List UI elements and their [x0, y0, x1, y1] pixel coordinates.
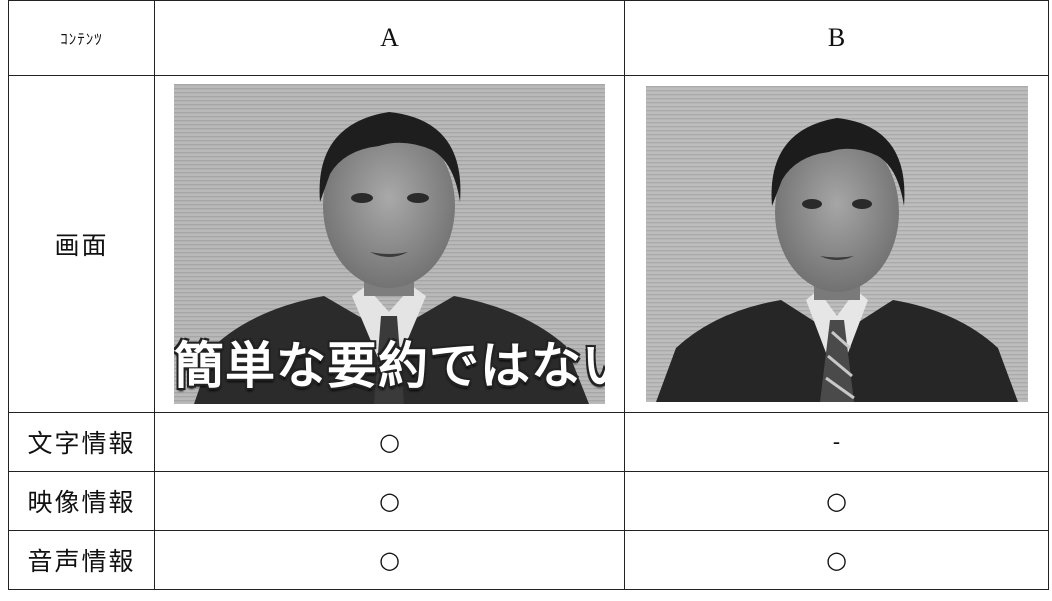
row-a-cell: ○ — [154, 412, 625, 472]
row-a-cell: ○ — [154, 471, 625, 531]
header-col-a: A — [380, 23, 399, 52]
table-row: 音声情報 ○ ○ — [8, 530, 1049, 590]
row-label: 文字情報 — [27, 429, 136, 458]
row-a-value: ○ — [379, 546, 400, 574]
screen-b-image — [645, 86, 1028, 402]
caption-text: 簡単な要約ではない — [174, 337, 605, 395]
row-b-value: ○ — [826, 546, 847, 574]
screen-label-cell: 画面 — [8, 75, 155, 413]
screen-a-cell: 簡単な要約ではない — [154, 75, 625, 413]
row-a-value: ○ — [379, 487, 400, 515]
header-row: ｺﾝﾃﾝﾂ A B — [8, 0, 1049, 76]
row-b-cell: - — [624, 412, 1049, 472]
person-photo-a — [174, 84, 605, 404]
header-b-cell: B — [624, 0, 1049, 76]
header-contents-label: ｺﾝﾃﾝﾂ — [60, 29, 103, 48]
header-label-cell: ｺﾝﾃﾝﾂ — [8, 0, 155, 76]
screen-label: 画面 — [54, 231, 109, 260]
table-row: 文字情報 ○ - — [8, 412, 1049, 472]
table-row: 映像情報 ○ ○ — [8, 471, 1049, 531]
row-label-cell: 文字情報 — [8, 412, 155, 472]
row-a-cell: ○ — [154, 530, 625, 590]
person-photo-b — [645, 86, 1028, 402]
header-col-b: B — [827, 23, 846, 52]
row-label: 音声情報 — [27, 547, 136, 576]
screen-a-image: 簡単な要約ではない — [174, 84, 605, 404]
row-b-cell: ○ — [624, 471, 1049, 531]
header-a-cell: A — [154, 0, 625, 76]
screen-row: 画面 — [8, 75, 1049, 413]
row-label-cell: 音声情報 — [8, 530, 155, 590]
row-a-value: ○ — [379, 428, 400, 456]
screen-b-cell — [624, 75, 1049, 413]
row-b-cell: ○ — [624, 530, 1049, 590]
row-label-cell: 映像情報 — [8, 471, 155, 531]
row-label: 映像情報 — [27, 488, 136, 517]
comparison-table: ｺﾝﾃﾝﾂ A B 画面 — [8, 0, 1049, 590]
row-b-value: - — [832, 429, 841, 455]
row-b-value: ○ — [826, 487, 847, 515]
